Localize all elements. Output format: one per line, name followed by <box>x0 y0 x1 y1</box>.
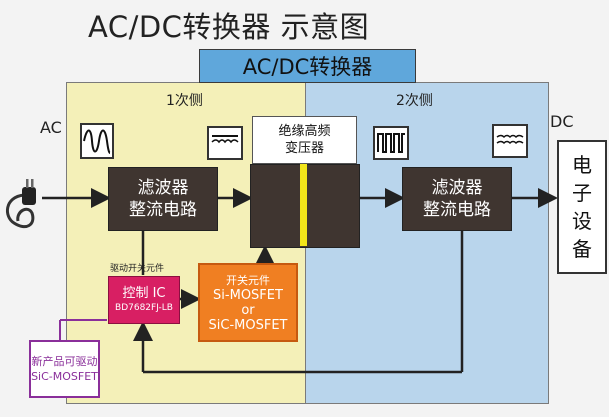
controller-title: 控制 IC <box>122 286 166 301</box>
device-char: 子 <box>572 181 592 205</box>
device-char: 电 <box>572 153 592 177</box>
new-product-line2: SiC-MOSFET <box>31 370 98 383</box>
primary-side-label: 1次侧 <box>166 93 203 109</box>
switch-element-box: 开关元件 Si-MOSFET or SiC-MOSFET <box>198 263 298 342</box>
filter-line1: 滤波器 <box>137 178 189 198</box>
controller-part-number: BD7682FJ-LB <box>115 303 173 313</box>
transformer-line1: 绝缘高频 <box>278 124 331 139</box>
ac-label: AC <box>40 118 62 137</box>
transformer-line2: 变压器 <box>284 141 324 156</box>
device-char: 设 <box>572 209 592 233</box>
filter-line2: 整流电路 <box>129 200 197 220</box>
controller-ic-box: 控制 IC BD7682FJ-LB <box>108 276 180 324</box>
rectified-wave-icon <box>207 126 243 160</box>
page-title: AC/DC转换器 示意图 <box>88 10 370 44</box>
square-wave-icon <box>373 126 409 160</box>
sine-wave-icon <box>80 123 114 159</box>
filter-line1: 滤波器 <box>431 178 483 198</box>
dc-ripple-icon <box>492 124 528 158</box>
new-product-line1: 新产品可驱动 <box>31 355 98 368</box>
primary-filter-rectifier: 滤波器 整流电路 <box>108 167 218 231</box>
device-char: 备 <box>572 237 592 261</box>
switch-or: or <box>241 302 255 318</box>
transformer-label: 绝缘高频 变压器 <box>252 116 357 164</box>
new-product-callout: 新产品可驱动 SiC-MOSFET <box>29 340 100 398</box>
secondary-filter-rectifier: 滤波器 整流电路 <box>402 167 512 231</box>
transformer-core <box>300 164 307 246</box>
filter-line2: 整流电路 <box>423 200 491 220</box>
electronic-device-box: 电 子 设 备 <box>557 140 607 274</box>
converter-header: AC/DC转换器 <box>199 49 416 83</box>
switch-option-sic: SiC-MOSFET <box>208 317 288 333</box>
secondary-side-label: 2次侧 <box>396 93 433 109</box>
dc-label: DC <box>550 112 574 131</box>
driver-caption: 驱动开关元件 <box>110 264 165 274</box>
power-plug-icon <box>2 165 44 241</box>
switch-option-si: Si-MOSFET <box>213 287 283 303</box>
switch-title: 开关元件 <box>226 273 270 287</box>
